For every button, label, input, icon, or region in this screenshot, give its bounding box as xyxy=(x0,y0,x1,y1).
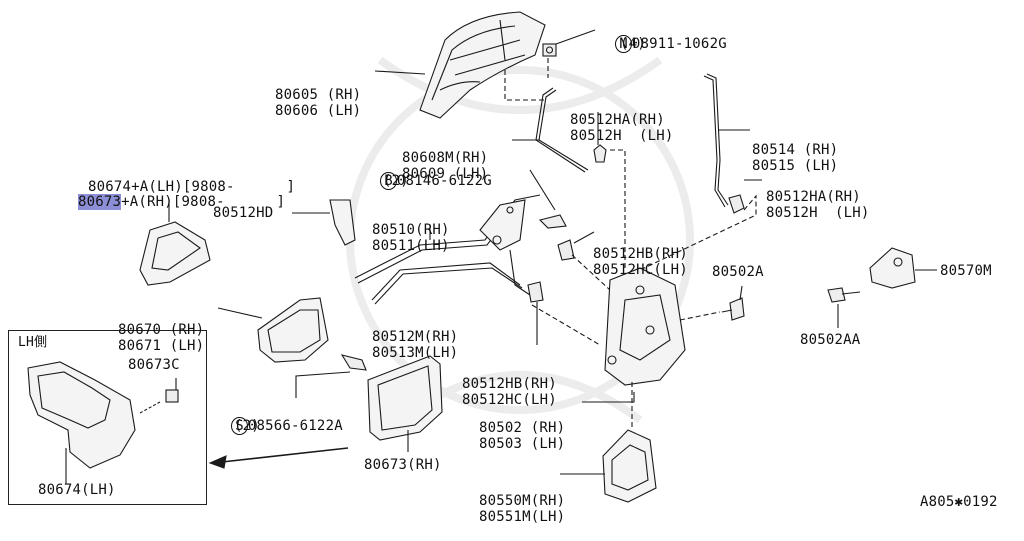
label-clip-512hb-mid: 80512HB(RH)80512HC(LH) xyxy=(593,246,688,278)
outside-handle-part xyxy=(419,11,546,119)
label-escutcheon-80673: 80673+A(RH)[9808- ] xyxy=(78,194,286,210)
actuator-part xyxy=(602,429,657,503)
nut-part xyxy=(542,43,557,57)
label-nut-qty: (4) xyxy=(620,36,646,52)
label-clip-512hd: 80512HD xyxy=(213,205,274,221)
label-escutcheon-80674: 80674+A(LH)[9808- ] xyxy=(88,179,296,195)
label-striker: 80570M xyxy=(940,263,992,279)
rod-80514 xyxy=(703,73,729,208)
clip-part xyxy=(557,239,575,261)
parts-diagram xyxy=(27,11,937,503)
arrow xyxy=(208,447,349,469)
label-clip-512ha-right: 80512HA(RH)80512H (LH) xyxy=(766,189,870,221)
clip-part xyxy=(593,144,607,163)
clip-part xyxy=(527,281,544,303)
note-circle-n: N xyxy=(615,35,632,53)
label-rod-80514: 80514 (RH)80515 (LH) xyxy=(752,142,839,174)
lh-detail-inset xyxy=(8,330,207,505)
bolt-part xyxy=(538,214,567,229)
inset-title: LH側 xyxy=(18,335,48,350)
screw-part xyxy=(721,297,745,321)
escutcheon-part xyxy=(139,221,211,286)
label-door-lock: 80502 (RH)80503 (LH) xyxy=(479,420,566,452)
label-rod-80512m: 80512M(RH)80513M(LH) xyxy=(372,329,459,361)
label-clip-512ha-top: 80512HA(RH)80512H (LH) xyxy=(570,112,674,144)
label-screw-qty: (2) xyxy=(234,418,260,434)
rod-80608 xyxy=(535,87,589,173)
label-rod-80608: 80608M(RH)80609 (LH) xyxy=(402,150,489,182)
label-inset-escutcheon: 80674(LH) xyxy=(38,482,116,498)
clip-part xyxy=(728,194,745,214)
leader-line xyxy=(374,70,426,75)
door-lock-part xyxy=(604,267,686,386)
screw-part xyxy=(340,354,367,371)
screw-part xyxy=(827,287,861,303)
label-actuator: 80550M(RH)80551M(LH) xyxy=(479,493,566,525)
clip-part xyxy=(329,199,356,246)
diagram-code: A805✱0192 xyxy=(920,494,998,510)
highlighted-part-number[interactable]: 80673 xyxy=(78,194,122,210)
label-outside-handle: 80605 (RH)80606 (LH) xyxy=(275,87,362,119)
note-circle-s: S xyxy=(231,417,248,435)
label-striker-screw2: 80502AA xyxy=(800,332,861,348)
striker-part xyxy=(869,247,916,289)
label-inside-handle: 80670 (RH)80671 (LH) xyxy=(118,322,205,354)
inset-escutcheon-part xyxy=(27,361,161,469)
note-circle-b: B xyxy=(380,172,397,190)
clip-part xyxy=(165,389,179,403)
label-bolt-qty: (2) xyxy=(383,173,409,189)
escutcheon-part xyxy=(367,355,443,441)
label-escutcheon-rh: 80673(RH) xyxy=(364,457,442,473)
linkage-part xyxy=(479,199,526,251)
label-striker-screw: 80502A xyxy=(712,264,764,280)
label-inset-clip: 80673C xyxy=(128,357,180,373)
label-rod-80510: 80510(RH)80511(LH) xyxy=(372,222,450,254)
inside-handle-part xyxy=(257,297,329,363)
label-clip-512hb-low: 80512HB(RH)80512HC(LH) xyxy=(462,376,557,408)
